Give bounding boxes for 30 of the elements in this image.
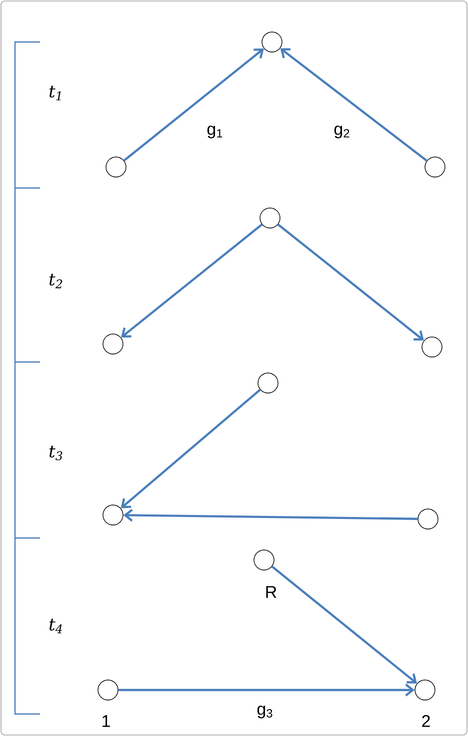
edge-label: g$_{3}$ — [257, 706, 272, 718]
time-label: t$_{2}$ — [49, 274, 62, 288]
arrow — [277, 224, 424, 341]
time-label: t$_{4}$ — [49, 618, 62, 634]
circle-node — [422, 336, 442, 358]
arrow — [123, 508, 418, 522]
arrow — [280, 48, 428, 162]
circle-node — [254, 550, 274, 570]
circle-node — [102, 504, 124, 526]
circle-node — [418, 508, 438, 530]
circle-node — [98, 680, 118, 700]
edge-label: g$_{2}$ — [334, 126, 350, 138]
arrow — [121, 224, 263, 338]
circle-node — [262, 32, 282, 52]
circle-node — [414, 680, 436, 700]
node-label: R — [266, 586, 276, 598]
arrow — [120, 388, 261, 508]
arrow — [123, 48, 264, 162]
node-label: 1 — [102, 715, 110, 727]
circle-node — [424, 156, 446, 178]
time-label: t$_{3}$ — [49, 446, 62, 460]
circle-node — [260, 208, 280, 228]
node-label: 2 — [422, 715, 430, 727]
edge-label: g$_{1}$ — [207, 126, 222, 138]
circle-node — [106, 156, 126, 178]
circle-node — [258, 372, 278, 394]
arrow — [271, 566, 417, 684]
time-label: t$_{1}$ — [49, 86, 61, 100]
arrow — [118, 684, 415, 696]
circle-node — [102, 334, 124, 354]
